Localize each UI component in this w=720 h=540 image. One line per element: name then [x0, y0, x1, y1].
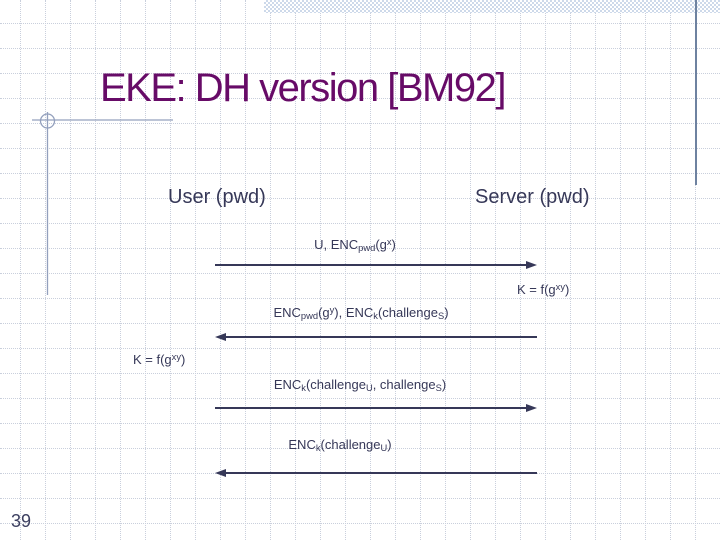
arrowhead-left-icon — [215, 468, 226, 477]
participant-user-label: User (pwd) — [168, 186, 266, 208]
grid-line — [70, 0, 71, 540]
grid-line — [270, 0, 271, 540]
grid-line — [595, 0, 596, 540]
grid-line — [0, 473, 720, 474]
right-accent-line — [695, 0, 697, 185]
grid-line — [0, 323, 720, 324]
grid-line — [220, 0, 221, 540]
grid-line — [0, 148, 720, 149]
grid-line — [645, 0, 646, 540]
user-key-note: K = f(gxy) — [133, 351, 186, 367]
grid-line — [0, 198, 720, 199]
page-number: 39 — [11, 511, 32, 531]
grid-line — [145, 0, 146, 540]
grid-line — [120, 0, 121, 540]
arrowhead-right-icon — [526, 260, 537, 269]
grid-line — [670, 0, 671, 540]
message-4-label: ENCk(challengeU) — [288, 437, 392, 453]
grid-line — [0, 348, 720, 349]
grid-line — [20, 0, 21, 540]
grid-line — [620, 0, 621, 540]
grid-line — [0, 523, 720, 524]
grid-line — [0, 398, 720, 399]
grid-line — [520, 0, 521, 540]
grid-line — [495, 0, 496, 540]
arrowhead-right-icon — [526, 403, 537, 412]
arrow-shaft — [215, 263, 526, 266]
grid-line — [0, 498, 720, 499]
grid-line — [570, 0, 571, 540]
grid-line — [695, 0, 696, 540]
grid-line — [370, 0, 371, 540]
grid-line — [470, 0, 471, 540]
left-accent-decoration — [32, 112, 173, 295]
arrow-shaft — [226, 471, 537, 474]
grid-line — [0, 123, 720, 124]
arrow-shaft — [215, 406, 526, 409]
server-key-note: K = f(gxy) — [517, 281, 570, 297]
grid-line — [445, 0, 446, 540]
grid-line — [0, 98, 720, 99]
arrow-shaft — [226, 335, 537, 338]
grid-line — [245, 0, 246, 540]
message-2-label: ENCpwd(gy), ENCk(challengeS) — [273, 304, 449, 321]
grid-line — [0, 273, 720, 274]
grid-line — [45, 0, 46, 540]
grid-line — [0, 298, 720, 299]
grid-line — [0, 448, 720, 449]
arrowhead-left-icon — [215, 332, 226, 341]
grid-line — [420, 0, 421, 540]
grid-line — [0, 173, 720, 174]
message-1-label: U, ENCpwd(gx) — [314, 236, 396, 253]
grid-line — [320, 0, 321, 540]
grid-line — [0, 423, 720, 424]
message-3-arrow-right — [215, 403, 537, 412]
grid-line — [95, 0, 96, 540]
grid-line — [295, 0, 296, 540]
grid-line — [545, 0, 546, 540]
participant-server-label: Server (pwd) — [475, 186, 590, 208]
grid-line — [345, 0, 346, 540]
grid-line — [195, 0, 196, 540]
grid-line — [0, 223, 720, 224]
message-1-arrow-right — [215, 260, 537, 269]
grid-line — [0, 48, 720, 49]
grid-line — [395, 0, 396, 540]
message-4-arrow-left — [215, 468, 537, 477]
grid-line — [170, 0, 171, 540]
message-3-label: ENCk(challengeU, challengeS) — [273, 377, 447, 393]
top-band-decoration — [264, 0, 720, 13]
message-2-arrow-left — [215, 332, 537, 341]
slide-title: EKE: DH version [BM92] — [100, 66, 506, 110]
grid-line — [0, 373, 720, 374]
grid-line — [0, 23, 720, 24]
grid-line — [0, 73, 720, 74]
grid-line — [0, 248, 720, 249]
